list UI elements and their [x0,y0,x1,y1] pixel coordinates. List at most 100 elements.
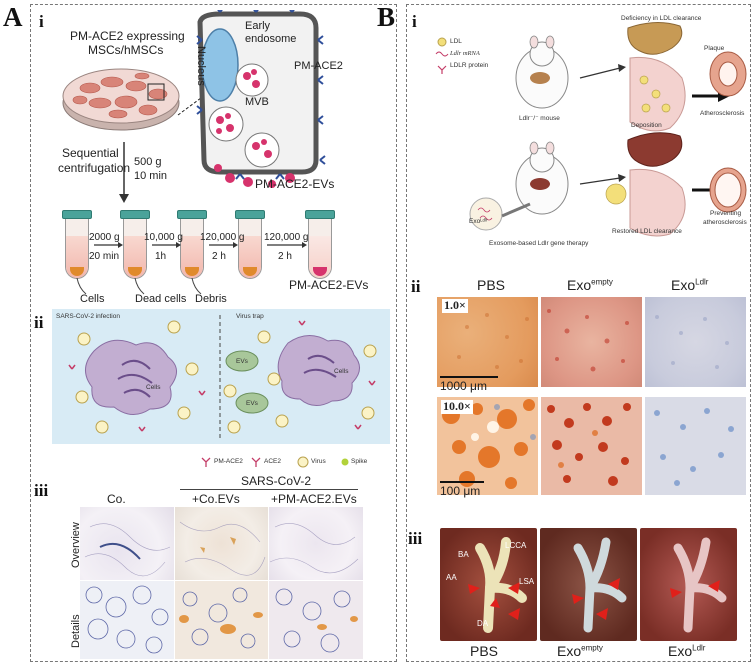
pm-ace2-evs-top-label: PM-ACE2-EVs [255,177,335,191]
deficiency-label: Deficiency in LDL clearance [621,15,702,22]
scale-1000: 1000 μm [440,379,487,393]
legend-ldl: LDL [450,38,462,45]
cell-schematic [177,10,326,188]
legend-icons [201,456,349,468]
tube-1 [62,210,92,280]
hist-ldlr-high [645,397,746,495]
panel-a-sub-ii: ii [34,313,44,332]
col-exo-empty-sup: empty [591,277,613,287]
seq-centrifugation-1: Sequential [62,146,119,160]
header-line [180,489,358,490]
evs-label-1: EVs [236,358,248,365]
col-exo-ldlr-sup: Ldlr [695,277,709,287]
panel-b-sub-i: i [412,12,417,31]
hist-ldlr-low [645,297,746,387]
overview-coevs [175,507,268,580]
pellet-debris: Debris [195,293,227,305]
restored-label: Restored LDL clearance [612,228,682,235]
tube-4 [235,210,265,280]
pm-ace2-label: PM-ACE2 [294,60,343,72]
panel-b-letter: B [377,2,396,32]
bottom-exo-empty: Exoempty [557,643,603,659]
infection-title: SARS-CoV-2 infection [56,313,120,320]
col-exo-empty: Exoempty [567,277,613,293]
col-exo-ldlr-base: Exo [671,277,696,293]
seq-centrifugation-2: centrifugation [58,161,131,175]
mag-10x: 10.0× [441,399,473,414]
pellet-dead-cells: Dead cells [135,293,187,305]
details-co [80,581,174,659]
legend-virus: Virus [311,458,326,465]
vessel-ba: BA [458,550,469,559]
preventing-label-1: Preventing [710,210,742,217]
tissue-vessels [468,537,727,633]
bottom-exo-ldlr-sup: Ldlr [692,643,706,653]
legend-spike: Spike [351,458,368,465]
bottom-pbs: PBS [470,643,499,659]
min10-label: 10 min [134,170,168,182]
bottom-exo-ldlr: ExoLdlr [668,643,705,659]
panel-b-frame [406,4,751,662]
vessel-lcca: LCCA [505,541,527,550]
pellet-cells: Cells [80,293,105,305]
deposition-label: Deposition [631,122,662,129]
overview-pmevs [269,507,363,580]
legend-ldlr-protein: LDLR protein [450,62,489,69]
panel-b-sub-ii: ii [411,277,421,296]
col-exo-empty-base: Exo [567,277,592,293]
scale-100: 100 μm [440,484,481,498]
step-arrows [94,242,307,248]
step-3-g: 120,000 g [200,232,245,243]
col-co: Co. [107,492,126,506]
step-2-g: 10,000 g [144,232,183,243]
cell-label-line2: MSCs/hMSCs [88,43,164,57]
early-endosome-label-1: Early [245,20,271,32]
atherosclerosis-label: Atherosclerosis [700,110,745,117]
nucleus-label: Nucleus [195,46,207,86]
panel-a-frame [30,4,397,662]
cell-label-line1: PM-ACE2 expressing [70,29,185,43]
tube-2 [120,210,150,280]
panel-a-sub-i: i [39,12,44,31]
g500-label: 500 g [134,156,162,168]
exo-ldlr-small-label: Exoᴸᵈˡʳ [469,218,488,225]
overview-texture [84,521,359,577]
step-4-t: 2 h [278,251,292,262]
panel-b-sub-iii: iii [408,529,423,548]
preventing-label-2: atherosclerosis [703,219,747,226]
step-4-g: 120,000 g [264,232,309,243]
hist-empty-low [541,297,642,387]
vessel-da: DA [477,619,489,628]
scalebar-1 [440,376,498,378]
infection-illustration [68,315,377,441]
cells-label-left: Cells [146,384,161,391]
col-pm-evs: +PM-ACE2.EVs [271,492,357,506]
mag-1x: 1.0× [442,298,468,313]
step-1-t: 20 min [89,251,120,262]
mvb-label: MVB [245,96,269,108]
pm-ace2-evs-bottom-label: PM-ACE2-EVs [289,278,369,292]
col-co-evs: +Co.EVs [192,492,240,506]
col-pbs: PBS [477,277,506,293]
tube-3 [177,210,207,280]
vessel-lsa: LSA [519,577,535,586]
overview-co [80,507,174,580]
panel-a-sub-iii: iii [34,481,49,500]
gene-therapy-schematic [435,22,747,237]
details-texture [85,585,358,654]
legend-pm-ace2: PM-ACE2 [214,458,243,465]
legend-ldlr-mrna: Ldlr mRNA [450,50,480,57]
details-pmevs [269,581,363,659]
step-1-g: 2000 g [89,232,120,243]
pellet-lines [76,278,202,295]
petri-dish-illustration [62,68,180,131]
early-endosome-label-2: endosome [245,33,297,45]
gene-therapy-label: Exosome-based Ldlr gene therapy [489,240,589,247]
bottom-exo-empty-sup: empty [581,643,603,653]
ldlr-mouse-label: Ldlr⁻/⁻ mouse [519,115,560,122]
col-exo-ldlr: ExoLdlr [671,277,708,293]
hist-texture [442,307,734,489]
tube-5 [305,210,335,280]
down-arrow [119,142,129,203]
legend-ace2: ACE2 [264,458,281,465]
